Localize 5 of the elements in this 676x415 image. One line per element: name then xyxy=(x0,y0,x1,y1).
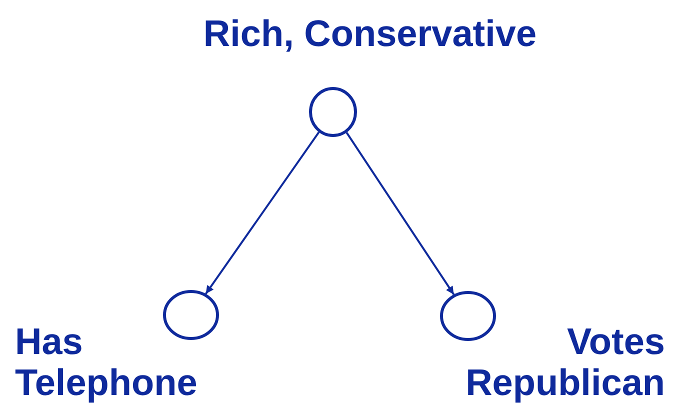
arrow xyxy=(346,132,455,296)
arrow xyxy=(205,132,320,294)
node-label: Rich, Conservative xyxy=(202,13,538,54)
node-label: Has Telephone xyxy=(15,321,198,403)
node-label: Votes Republican xyxy=(464,321,665,403)
